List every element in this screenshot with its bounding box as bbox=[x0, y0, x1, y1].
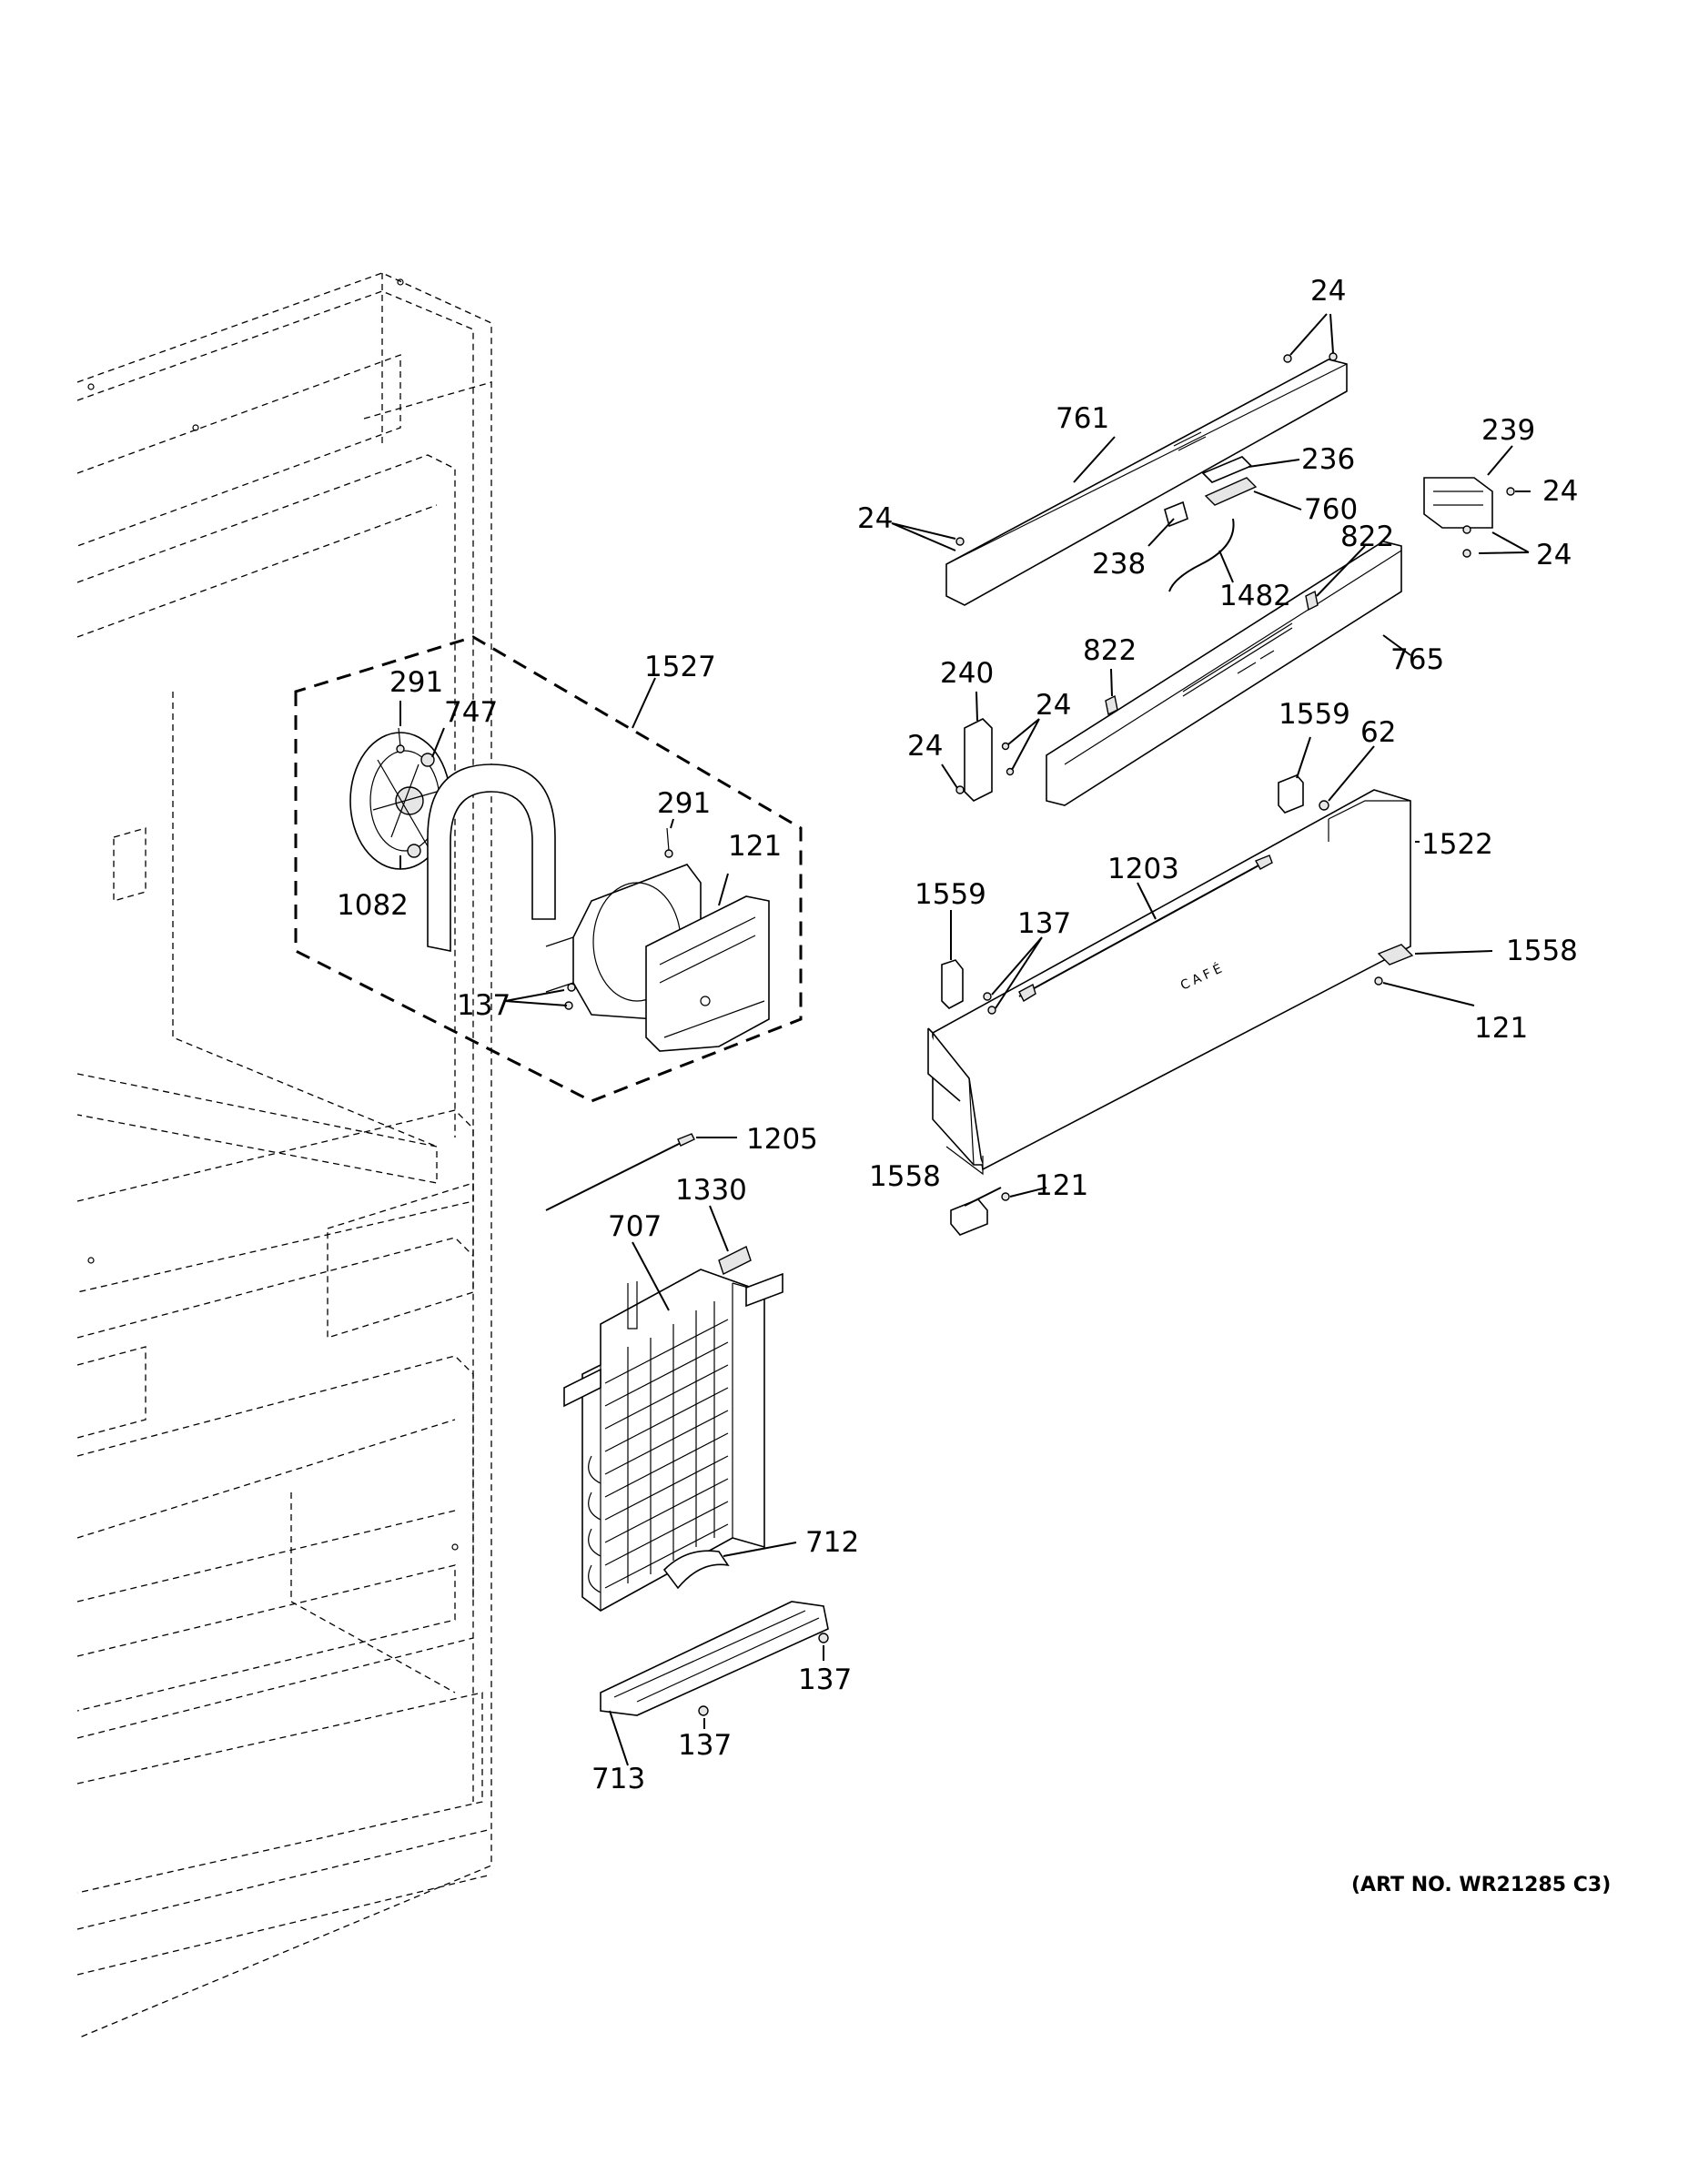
label-291-top: 291 bbox=[389, 666, 443, 699]
side-bracket bbox=[964, 718, 993, 802]
bracket-1559-upper bbox=[1278, 774, 1304, 814]
label-236: 236 bbox=[1301, 443, 1355, 476]
label-239: 239 bbox=[1481, 414, 1535, 447]
label-1205: 1205 bbox=[746, 1123, 818, 1156]
label-747: 747 bbox=[444, 696, 498, 729]
label-822-mid: 822 bbox=[1083, 634, 1137, 667]
defrost-heater bbox=[662, 1550, 730, 1590]
label-1559-top: 1559 bbox=[1279, 698, 1350, 731]
refrigerator-cabinet bbox=[76, 272, 492, 2039]
drain-trough bbox=[600, 1601, 829, 1716]
label-137-fan: 137 bbox=[457, 989, 510, 1022]
label-240: 240 bbox=[940, 657, 994, 690]
label-822-top: 822 bbox=[1340, 521, 1394, 553]
control-housing bbox=[945, 359, 1348, 606]
cover-1558-lower bbox=[950, 1198, 988, 1236]
label-1558-right: 1558 bbox=[1506, 935, 1578, 967]
label-713: 713 bbox=[591, 1763, 645, 1795]
label-24-left: 24 bbox=[857, 502, 893, 535]
label-1527: 1527 bbox=[644, 651, 716, 683]
label-62: 62 bbox=[1360, 716, 1396, 749]
u-shaped-duct-foam bbox=[427, 763, 556, 952]
label-707: 707 bbox=[608, 1210, 662, 1243]
display-wire bbox=[1018, 864, 1261, 997]
bracket-1559-lower bbox=[941, 959, 964, 1009]
clip bbox=[718, 1246, 752, 1275]
label-137-lower: 137 bbox=[678, 1729, 732, 1762]
fan-assembly-kit-1527 bbox=[294, 635, 803, 1103]
fan-motor bbox=[349, 732, 451, 870]
label-1558-lower: 1558 bbox=[869, 1160, 941, 1193]
label-712: 712 bbox=[805, 1526, 859, 1559]
hinge-bracket bbox=[1423, 477, 1493, 529]
cover-1558-right bbox=[1377, 944, 1414, 966]
label-121-lower: 121 bbox=[1035, 1169, 1088, 1202]
part-labels: 24 761 236 760 238 1482 239 24 24 24 822… bbox=[337, 275, 1578, 1795]
control-board bbox=[1204, 477, 1258, 506]
label-121-fan: 121 bbox=[728, 830, 782, 863]
label-765: 765 bbox=[1390, 643, 1444, 676]
label-1522: 1522 bbox=[1421, 828, 1493, 861]
label-24-right-1: 24 bbox=[1542, 475, 1578, 508]
switch bbox=[1164, 500, 1188, 528]
leader-lines bbox=[399, 313, 1531, 1766]
label-1203: 1203 bbox=[1107, 853, 1179, 885]
label-761: 761 bbox=[1056, 402, 1109, 435]
label-1330: 1330 bbox=[675, 1174, 747, 1207]
label-291-mid: 291 bbox=[657, 787, 711, 820]
label-137-right: 137 bbox=[1017, 907, 1071, 940]
label-24-right-2: 24 bbox=[1536, 539, 1572, 571]
drawer-front-panel: CAFÉ bbox=[927, 789, 1411, 1176]
sensor-probe bbox=[545, 1141, 683, 1211]
label-1482: 1482 bbox=[1219, 580, 1291, 612]
wire-harness bbox=[1168, 518, 1235, 592]
art-number: (ART NO. WR21285 C3) bbox=[1351, 1874, 1611, 1896]
evaporator bbox=[563, 1269, 783, 1612]
label-238: 238 bbox=[1092, 548, 1146, 581]
label-24-mid-1: 24 bbox=[1036, 689, 1071, 722]
label-1559-mid: 1559 bbox=[915, 878, 986, 911]
label-24-mid-2: 24 bbox=[907, 730, 943, 763]
label-137-lower-right: 137 bbox=[798, 1663, 852, 1696]
label-121-right: 121 bbox=[1474, 1012, 1528, 1045]
label-24-top: 24 bbox=[1310, 275, 1346, 308]
label-1082: 1082 bbox=[337, 889, 409, 922]
label-760: 760 bbox=[1304, 493, 1358, 526]
evaporator-cover-plate bbox=[645, 895, 770, 1052]
